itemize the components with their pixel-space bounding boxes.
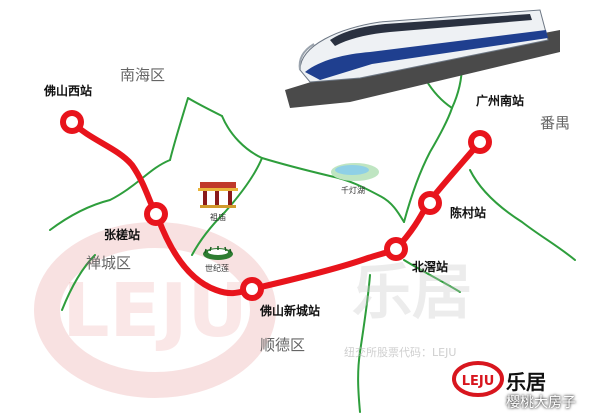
station-marker-foshan-new-city — [240, 277, 264, 301]
district-chancheng: 禅城区 — [86, 254, 132, 272]
logo-emblem-text: LEJU — [462, 374, 495, 389]
district-panyu: 番禺 — [540, 114, 571, 132]
landmark-label-qiandeng-lake: 千灯湖 — [341, 186, 365, 195]
boundary-qiandeng — [261, 157, 405, 223]
station-label-zhangcha: 张槎站 — [104, 228, 141, 242]
station-marker-zhangcha — [144, 202, 168, 226]
temple-gate-icon — [198, 182, 238, 208]
station-label-guangzhou-south: 广州南站 — [476, 94, 525, 108]
station-marker-beijiao — [384, 237, 408, 261]
district-nanhai: 南海区 — [120, 66, 166, 84]
station-marker-guangzhou-south — [468, 130, 492, 154]
station-marker-chencun — [418, 191, 442, 215]
leju-watermark-emblem: LEJU — [34, 222, 276, 398]
logo-text: 乐居 — [506, 370, 546, 394]
svg-text:LEJU: LEJU — [62, 268, 247, 354]
watermark-brand: 乐居 — [352, 258, 472, 328]
boundary-beijiao-south — [403, 259, 461, 293]
landmark-label-shijilian: 世纪莲 — [205, 264, 229, 273]
boundary-hill — [191, 115, 263, 256]
boundary-panyu-east — [469, 169, 576, 261]
district-shunde: 顺德区 — [260, 336, 306, 354]
station-marker-foshan-west — [60, 110, 84, 134]
lake-icon — [331, 163, 379, 181]
leju-logo: LEJU — [452, 361, 504, 397]
station-label-foshan-new-city: 佛山新城站 — [260, 304, 321, 318]
watermark-stock-code: 纽交所股票代码：LEJU — [344, 346, 457, 359]
station-label-chencun: 陈村站 — [450, 206, 487, 220]
boundary-west-south — [61, 254, 96, 311]
boundary-north-chancheng — [169, 97, 223, 161]
station-label-foshan-west: 佛山西站 — [44, 84, 93, 98]
stadium-icon — [203, 246, 233, 260]
boundary-west — [49, 159, 171, 231]
landmark-label-zumiao: 祖庙 — [210, 213, 226, 222]
station-label-beijiao: 北滘站 — [412, 260, 449, 274]
credit-watermark: 樱桃大房子 — [506, 395, 576, 411]
high-speed-train-icon — [285, 9, 560, 108]
boundary-north-east — [403, 79, 453, 223]
boundary-shunde-south — [357, 274, 371, 413]
station-markers — [60, 110, 492, 301]
